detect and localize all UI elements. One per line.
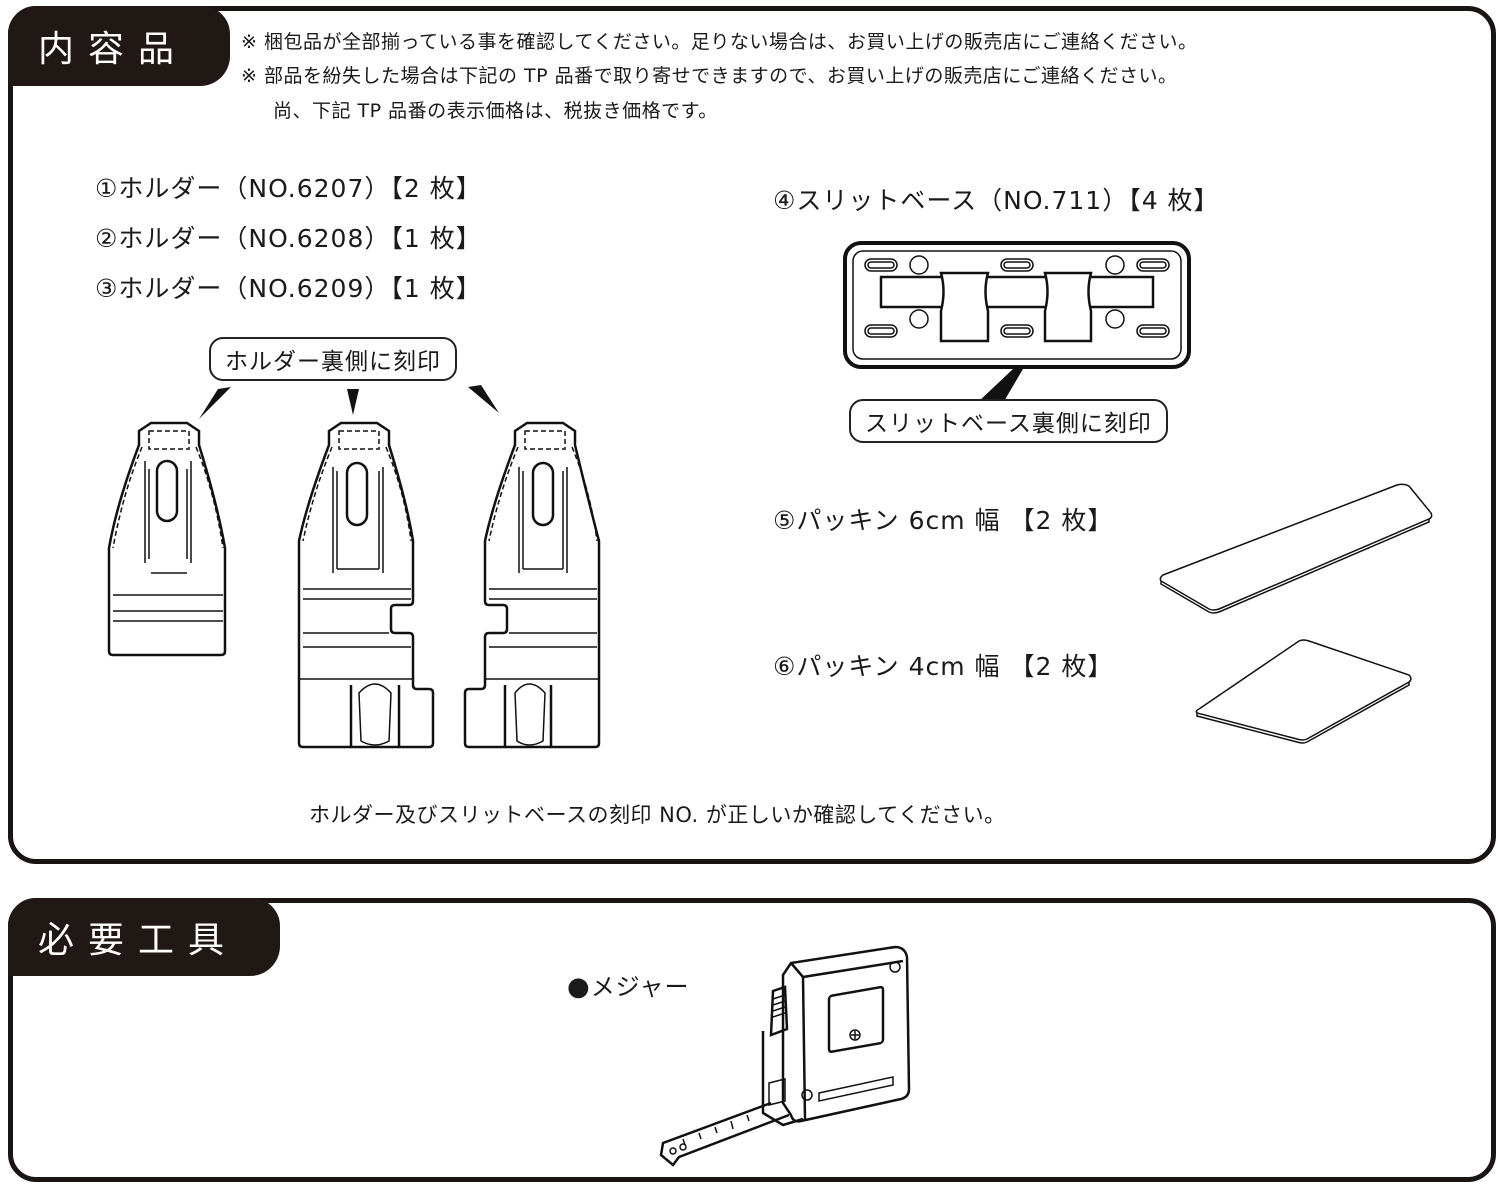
item-holder-6209: ③ホルダー（NO.6209）【1 枚】 xyxy=(95,274,482,303)
tools-tab-heading: 必要工具 xyxy=(8,898,280,976)
item-holder-6207: ①ホルダー（NO.6207）【2 枚】 xyxy=(95,174,482,203)
bullet-icon: ● xyxy=(567,972,591,1002)
holder-engraving-callout: ホルダー裏側に刻印 xyxy=(209,337,457,381)
item-packing-6cm: ⑤パッキン 6cm 幅 【2 枚】 xyxy=(773,506,1114,535)
note-line-2: ※ 部品を紛失した場合は下記の TP 品番で取り寄せできますので、お買い上げの販… xyxy=(241,65,1178,87)
item-packing-4cm: ⑥パッキン 4cm 幅 【2 枚】 xyxy=(773,652,1114,681)
holder-6208-illustration xyxy=(297,421,435,749)
pointer-holder-3 xyxy=(468,385,499,413)
packing-4cm-illustration xyxy=(1195,639,1412,744)
note-line-1: ※ 梱包品が全部揃っている事を確認してください。足りない場合は、お買い上げの販売… xyxy=(241,31,1198,53)
pointer-holder-2 xyxy=(347,389,359,415)
holder-6209-illustration xyxy=(463,421,601,749)
holder-6207-illustration xyxy=(107,421,227,657)
pointer-holder-1 xyxy=(199,387,231,419)
contents-panel: 内容品 ※ 梱包品が全部揃っている事を確認してください。足りない場合は、お買い上… xyxy=(8,6,1496,864)
note-line-3: 尚、下記 TP 品番の表示価格は、税抜き価格です。 xyxy=(273,100,718,122)
callout-pointers xyxy=(199,369,1023,419)
slit-base-engraving-callout: スリットベース裏側に刻印 xyxy=(849,399,1168,443)
item-slit-base-711: ④スリットベース（NO.711）【4 枚】 xyxy=(773,186,1220,215)
engraving-check-note: ホルダー及びスリットベースの刻印 NO. が正しいか確認してください。 xyxy=(309,803,1006,827)
tool-item-tape-measure: ●メジャー xyxy=(567,967,690,1002)
tool-label: メジャー xyxy=(590,973,690,1001)
slit-base-illustration xyxy=(843,241,1191,369)
tape-measure-icon xyxy=(659,945,911,1167)
item-holder-6208: ②ホルダー（NO.6208）【1 枚】 xyxy=(95,224,482,253)
packing-6cm-illustration xyxy=(1159,483,1433,614)
required-tools-panel: 必要工具 ●メジャー xyxy=(8,898,1496,1182)
pointer-slit-base xyxy=(977,369,1023,403)
contents-tab-heading: 内容品 xyxy=(8,6,230,86)
